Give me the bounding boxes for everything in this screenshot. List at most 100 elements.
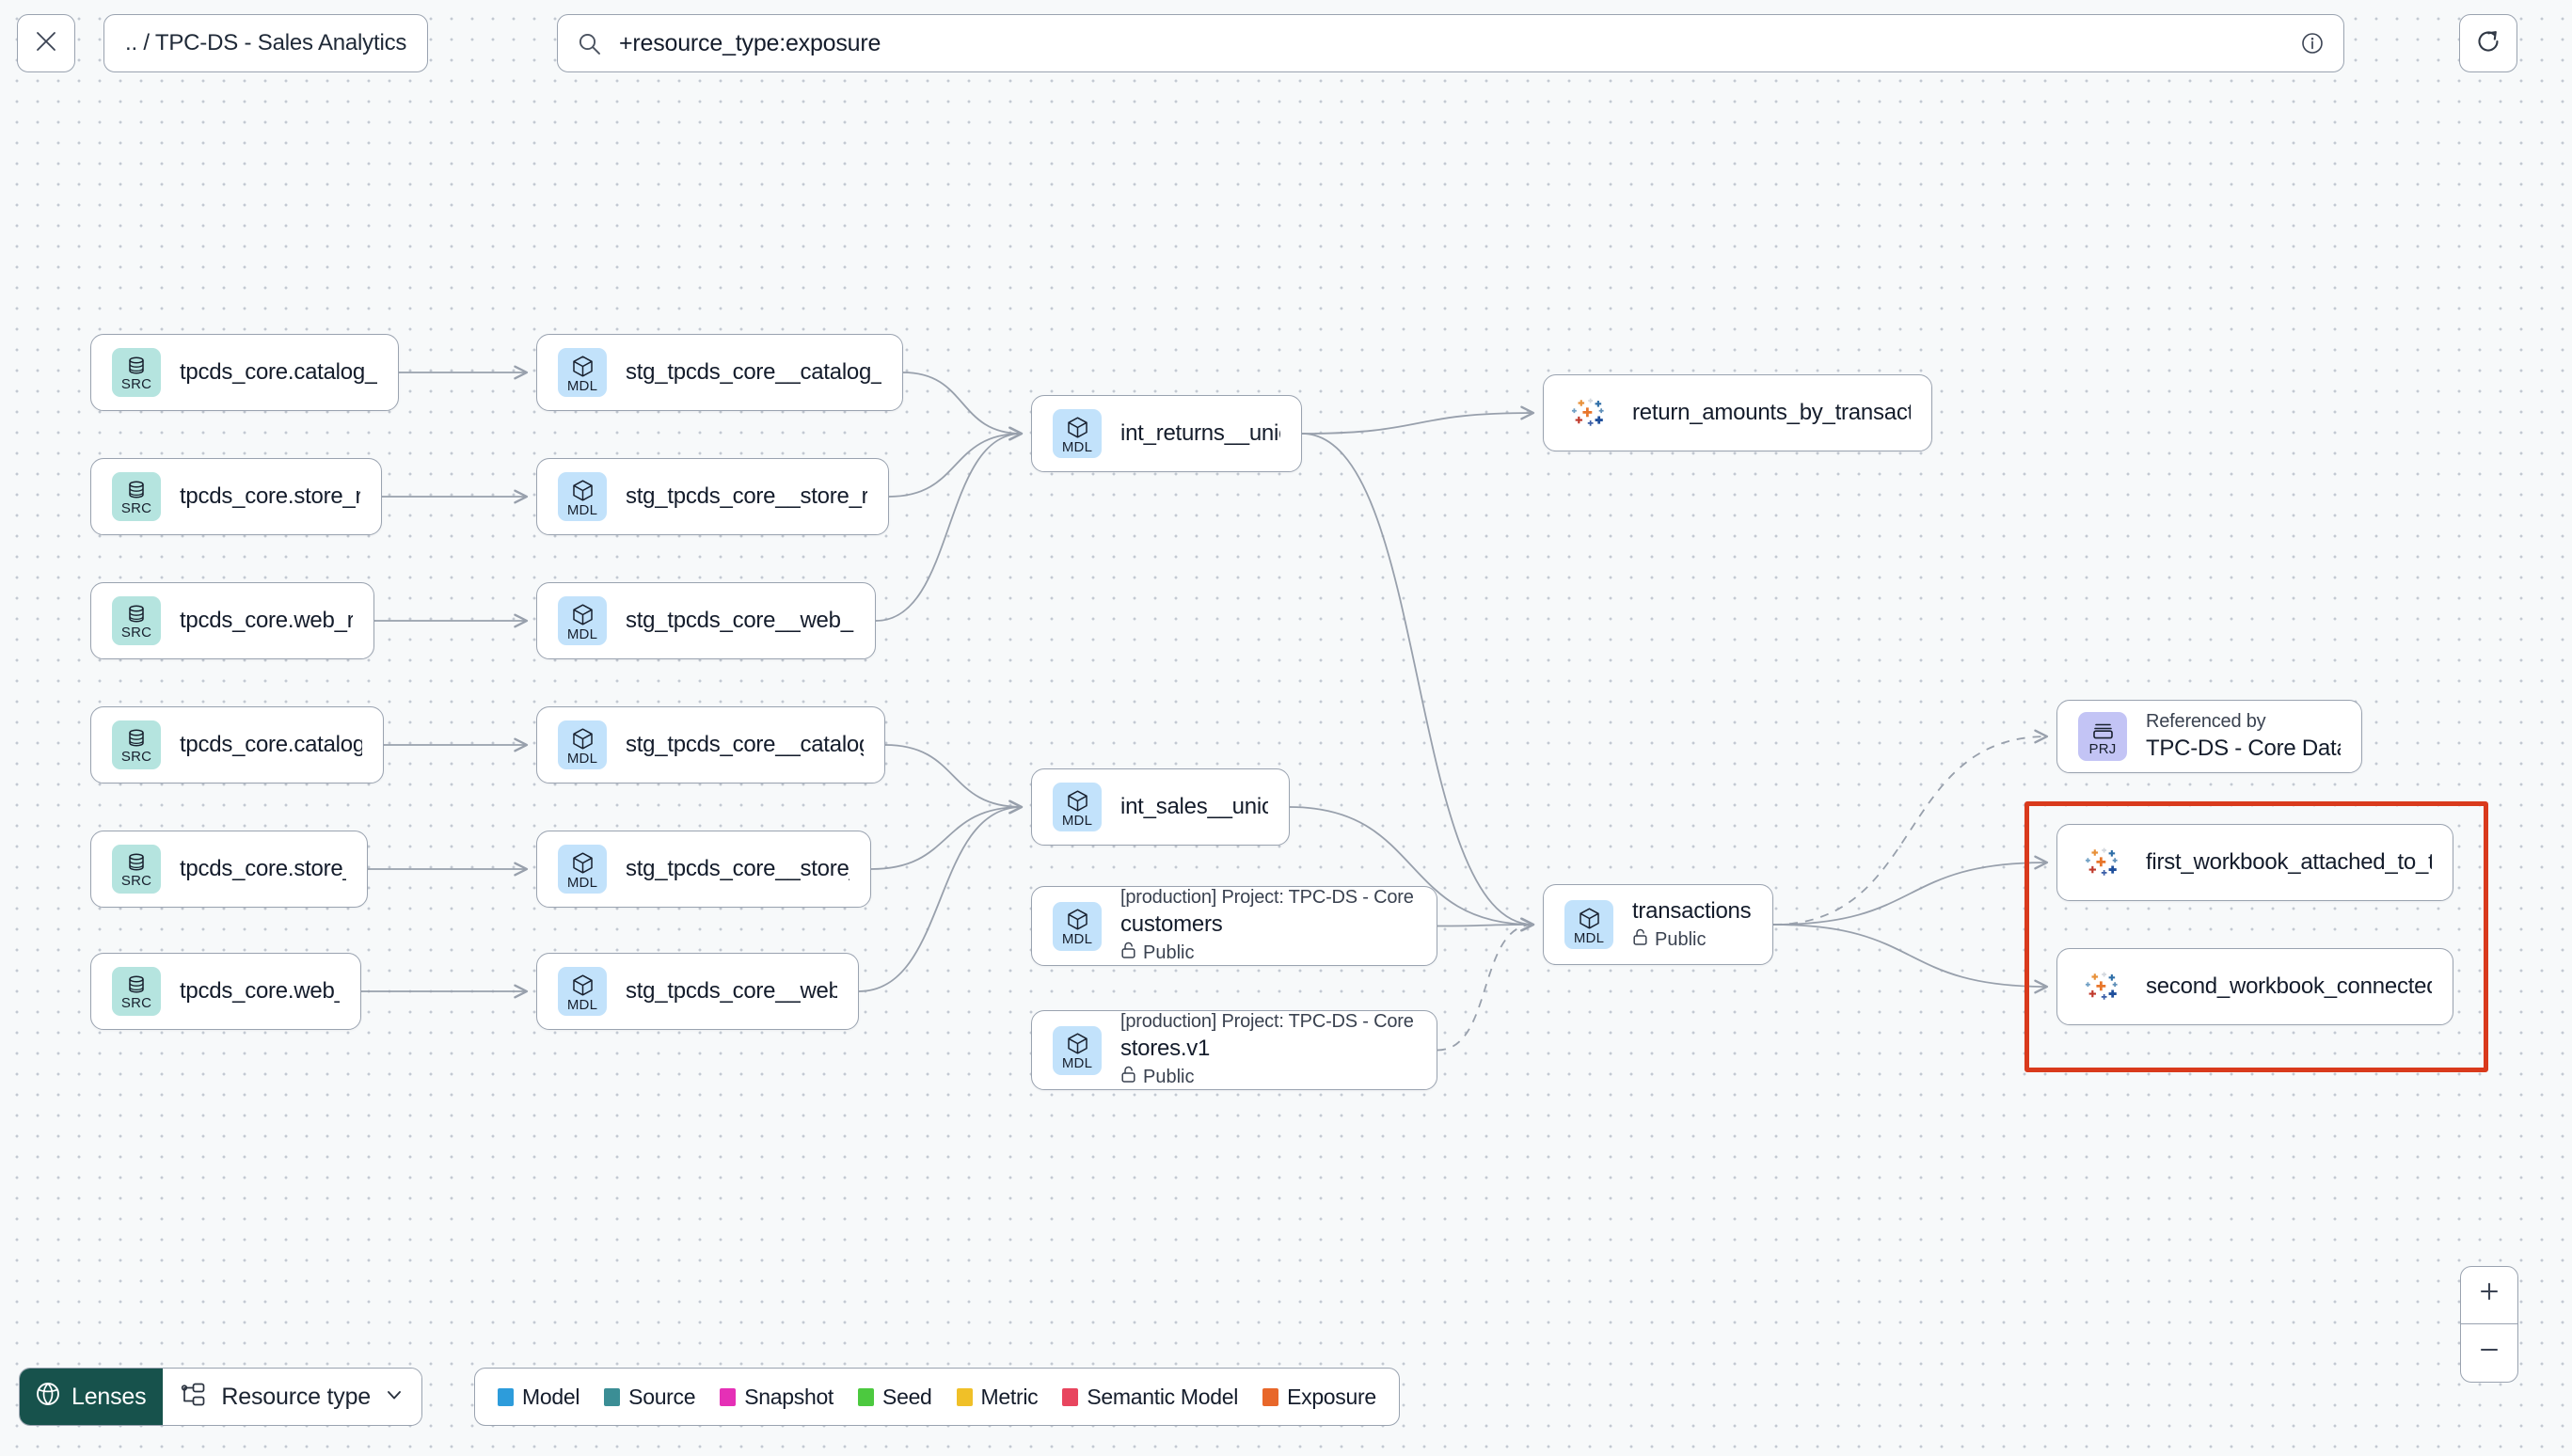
legend-swatch — [1062, 1387, 1079, 1406]
cube-icon — [1066, 908, 1089, 931]
mdl-badge-label: MDL — [1061, 1055, 1093, 1071]
legend-swatch — [956, 1387, 973, 1406]
close-icon — [34, 29, 58, 58]
search-bar[interactable]: +resource_type:exposure — [557, 14, 2344, 72]
legend-swatch — [720, 1387, 737, 1406]
database-icon — [125, 480, 148, 500]
mdl-badge: MDL — [558, 967, 607, 1016]
node-labels: tpcds_core.store_sales — [180, 856, 346, 882]
legend-item-seed[interactable]: Seed — [858, 1385, 932, 1410]
src-badge-label: SRC — [120, 376, 152, 392]
lineage-edge-stg_store_returns-to-int_returns_unioned — [888, 426, 1024, 498]
exposure-glyph-icon — [2081, 966, 2124, 1009]
info-circle-icon[interactable] — [2300, 31, 2325, 55]
legend-item-snapshot[interactable]: Snapshot — [720, 1385, 834, 1410]
node-labels: return_amounts_by_transaction_type — [1632, 400, 1911, 426]
lineage-node-stg_catalog_returns[interactable]: MDL stg_tpcds_core__catalog_returns — [536, 334, 903, 411]
legend-swatch — [604, 1387, 621, 1406]
lineage-node-stg_web_returns[interactable]: MDL stg_tpcds_core__web_returns — [536, 582, 876, 659]
mdl-badge-label: MDL — [566, 625, 598, 642]
node-title: stg_tpcds_core__store_returns — [626, 483, 867, 509]
search-input[interactable]: +resource_type:exposure — [619, 29, 881, 56]
node-labels: [production] Project: TPC-DS - Core Data… — [1120, 1011, 1416, 1089]
exposure-icon — [2078, 962, 2127, 1011]
mdl-badge-label: MDL — [566, 996, 598, 1013]
lineage-node-int_sales_unioned[interactable]: MDL int_sales__unioned — [1031, 768, 1290, 846]
minus-icon — [2476, 1337, 2502, 1370]
node-title: int_sales__unioned — [1120, 794, 1268, 819]
lenses-button[interactable]: Lenses — [20, 1369, 164, 1425]
lineage-edge-int_returns_unioned-to-transactions — [1301, 433, 1535, 932]
node-labels: stg_tpcds_core__web_sales — [626, 978, 837, 1005]
database-icon — [125, 728, 148, 749]
node-labels: tpcds_core.catalog_sales — [180, 732, 362, 758]
lineage-node-stg_web_sales[interactable]: MDL stg_tpcds_core__web_sales — [536, 953, 859, 1030]
lineage-edge-int_sales_unioned-to-transactions — [1289, 806, 1535, 932]
exposure-glyph-icon — [2081, 842, 2124, 885]
node-labels: tpcds_core.store_returns — [180, 483, 360, 510]
node-access-label: Public — [1655, 928, 1707, 950]
legend-item-exposure[interactable]: Exposure — [1262, 1385, 1376, 1410]
node-project-label: [production] Project: TPC-DS - Core Data… — [1120, 1011, 1416, 1032]
src-badge: SRC — [112, 845, 161, 894]
node-labels: int_sales__unioned — [1120, 794, 1268, 820]
search-icon — [577, 31, 602, 56]
legend-item-semantic-model[interactable]: Semantic Model — [1062, 1385, 1238, 1410]
lineage-node-second_workbook[interactable]: second_workbook_connected_to_live… — [2056, 948, 2453, 1025]
legend-label: Semantic Model — [1087, 1384, 1239, 1409]
resource-type-label: Resource type — [221, 1383, 372, 1410]
refresh-button[interactable] — [2459, 14, 2517, 72]
cube-icon — [571, 973, 595, 997]
zoom-out-button[interactable] — [2461, 1324, 2517, 1382]
legend-item-metric[interactable]: Metric — [956, 1385, 1039, 1410]
exposure-icon — [1564, 388, 1613, 437]
lineage-node-first_workbook[interactable]: first_workbook_attached_to_tpc-ds_-_… — [2056, 824, 2453, 901]
resource-type-dropdown[interactable]: Resource type — [163, 1369, 422, 1425]
zoom-controls[interactable] — [2460, 1266, 2518, 1383]
node-title: int_returns__unioned — [1120, 420, 1280, 446]
lineage-node-stores_v1[interactable]: MDL [production] Project: TPC-DS - Core D… — [1031, 1010, 1437, 1090]
mdl-badge-label: MDL — [566, 377, 598, 394]
hierarchy-icon — [180, 1382, 208, 1413]
node-labels: [production] Project: TPC-DS - Core Data… — [1120, 887, 1416, 965]
legend-item-source[interactable]: Source — [604, 1385, 696, 1410]
mdl-badge: MDL — [558, 596, 607, 645]
node-title: stg_tpcds_core__catalog_returns — [626, 359, 881, 385]
node-labels: tpcds_core.web_sales — [180, 978, 340, 1005]
node-access: Public — [1120, 942, 1416, 965]
lineage-edge-stores_v1-to-transactions — [1437, 917, 1535, 1052]
lineage-node-return_amounts[interactable]: return_amounts_by_transaction_type — [1543, 374, 1932, 451]
cube-icon — [571, 355, 595, 378]
database-icon — [125, 852, 148, 873]
lineage-edge-transactions-to-prj_core — [1772, 729, 2049, 926]
node-labels: second_workbook_connected_to_live… — [2146, 973, 2432, 1000]
breadcrumb[interactable]: .. / TPC-DS - Sales Analytics — [103, 14, 429, 72]
legend-swatch — [1262, 1387, 1279, 1406]
lineage-node-customers[interactable]: MDL[production] Project: TPC-DS - Core D… — [1031, 886, 1437, 966]
legend-item-model[interactable]: Model — [498, 1385, 579, 1410]
node-title: stg_tpcds_core__web_returns — [626, 608, 854, 633]
node-title: stores.v1 — [1120, 1036, 1211, 1061]
lineage-node-src_store_sales[interactable]: SRC tpcds_core.store_sales — [90, 831, 368, 908]
database-icon — [125, 974, 148, 995]
src-badge-label: SRC — [120, 873, 152, 889]
lenses-control-group: Lenses Resource type — [19, 1368, 423, 1426]
close-button[interactable] — [17, 14, 75, 72]
mdl-badge: MDL — [1053, 783, 1102, 831]
cube-icon — [571, 727, 595, 751]
zoom-in-button[interactable] — [2461, 1267, 2517, 1324]
